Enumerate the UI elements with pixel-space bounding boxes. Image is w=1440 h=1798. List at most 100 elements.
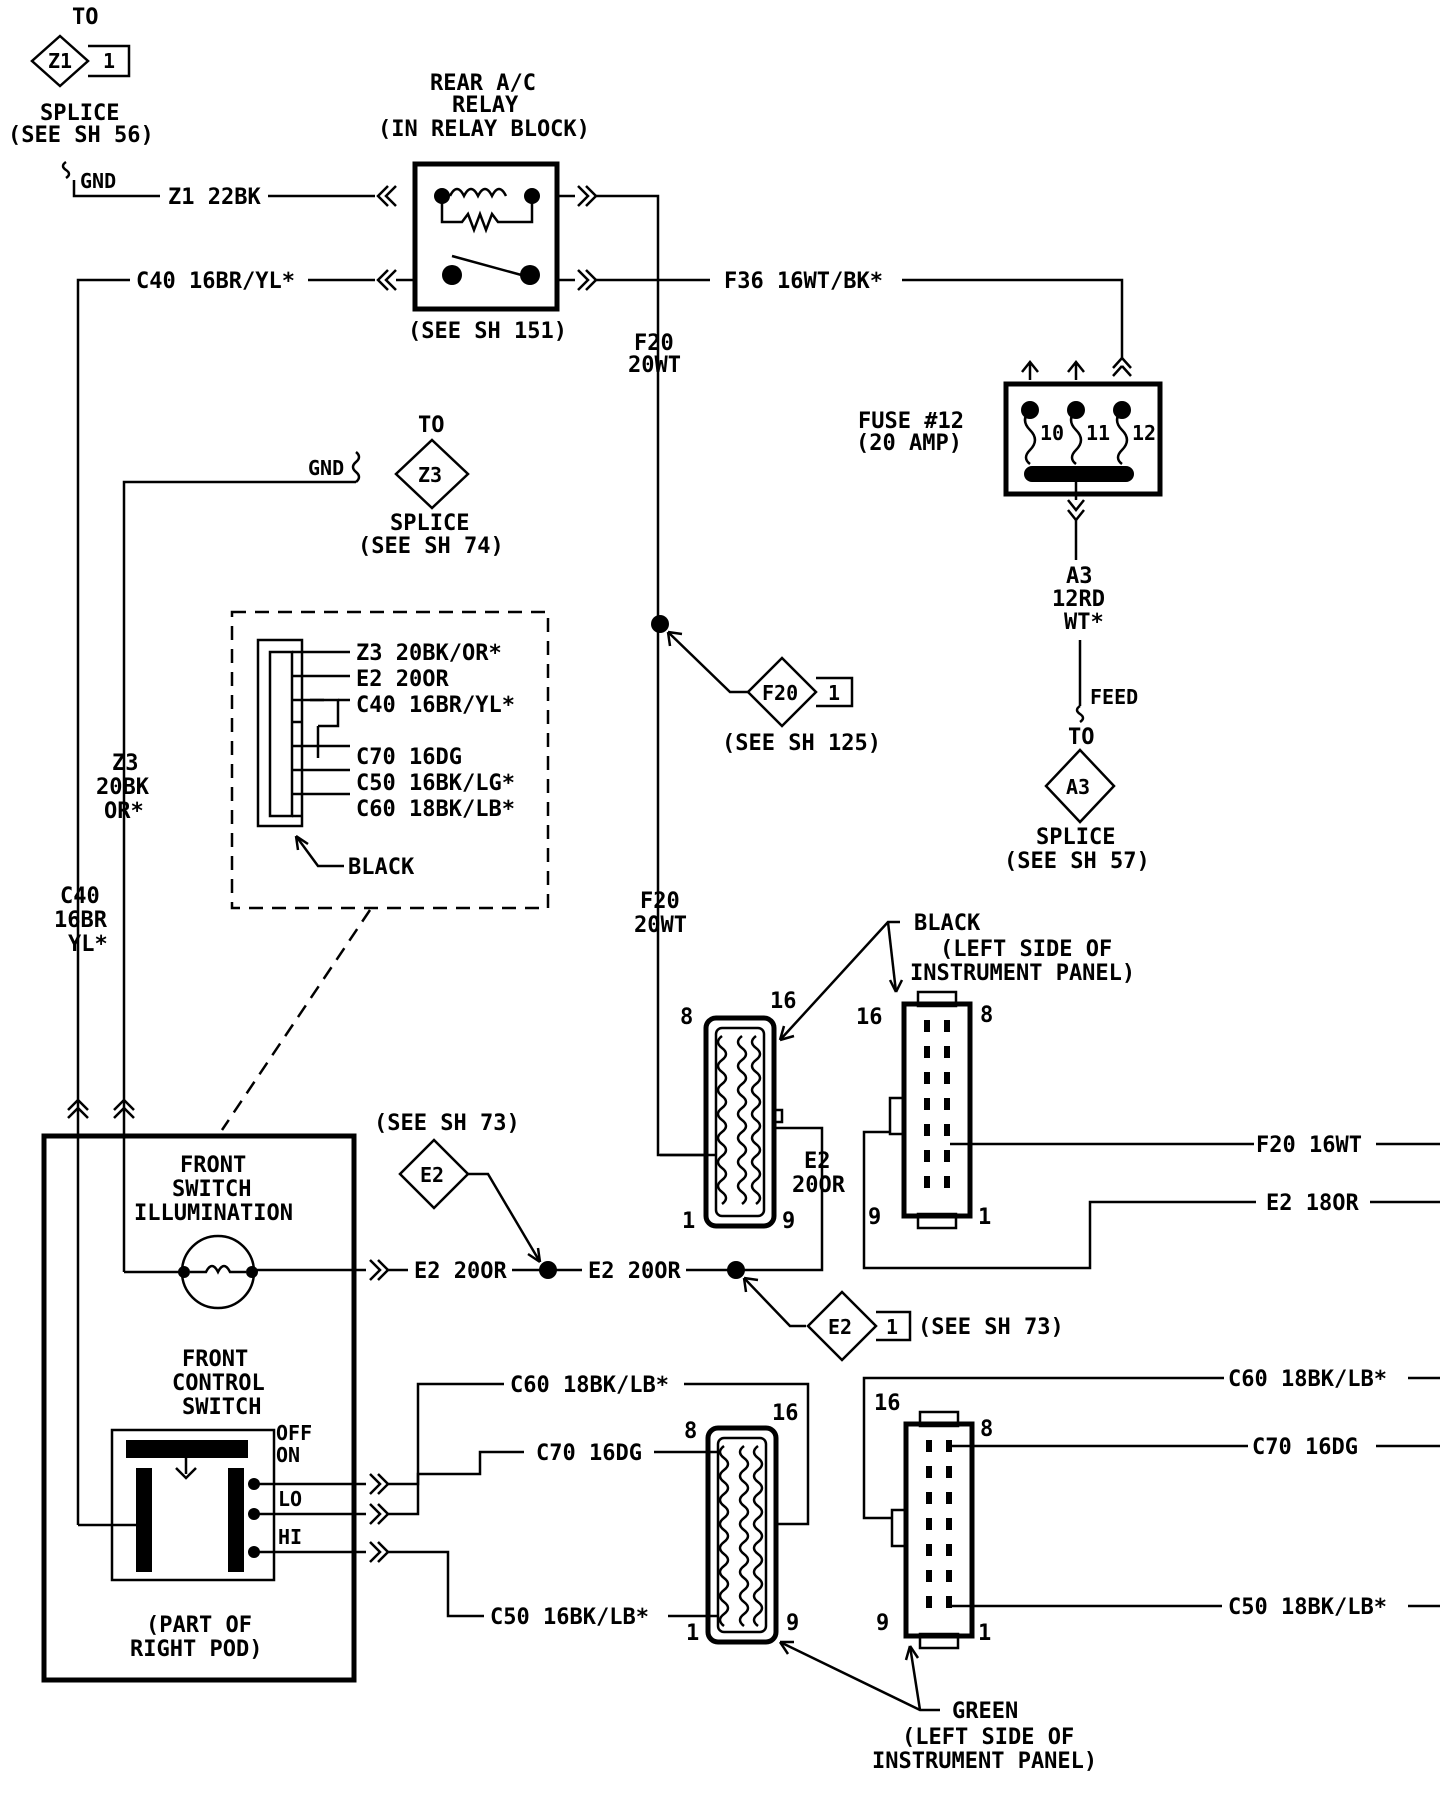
green-loc-2: INSTRUMENT PANEL) — [872, 1749, 1097, 1774]
fuse-pin11: 11 — [1086, 421, 1110, 445]
a3-label-1: A3 — [1066, 564, 1093, 589]
e2-18or-wire — [862, 1130, 1256, 1270]
illum-title-1: FRONT — [180, 1153, 246, 1178]
z1-to-label: TO — [72, 5, 99, 30]
f20-upper-label-2: 20WT — [628, 353, 681, 378]
black-color-label: BLACK — [914, 911, 981, 936]
green-connector-right: 16 8 9 1 — [874, 1391, 993, 1650]
black-right-pin16: 16 — [856, 1005, 883, 1030]
illum-title-3: ILLUMINATION — [134, 1201, 293, 1226]
switch-off-label: OFF — [276, 1421, 312, 1445]
e2-left-ref: (SEE SH 73) — [374, 1111, 520, 1136]
a3-splice-label: SPLICE — [1036, 825, 1115, 850]
pod-box — [41, 1133, 357, 1683]
f36-wire — [902, 278, 1124, 358]
inset-pin5: C50 16BK/LG* — [356, 771, 515, 796]
green-right-body — [903, 1421, 975, 1639]
black-left-pin1: 1 — [682, 1209, 695, 1234]
illum-title-2: SWITCH — [172, 1177, 251, 1202]
e2-left-code: E2 — [420, 1163, 444, 1187]
z3-code: Z3 — [418, 463, 442, 487]
black-connector-left: 8 16 1 9 — [680, 989, 797, 1234]
c60-right-wire — [862, 1376, 1224, 1520]
ctrl-switch-box — [110, 1428, 276, 1582]
z3-vert-label-3: OR* — [104, 799, 144, 824]
relay-title-1: REAR A/C — [430, 71, 536, 96]
pod-part-2: RIGHT POD) — [130, 1637, 262, 1662]
ctrl-title-3: SWITCH — [182, 1395, 261, 1420]
f20-lower-label-2: 20WT — [634, 913, 687, 938]
e2-mid-label: E2 20OR — [588, 1259, 681, 1284]
e2-splice-left: (SEE SH 73) E2 — [374, 1111, 520, 1210]
green-leader-left — [779, 1640, 940, 1712]
a3-code: A3 — [1066, 775, 1090, 799]
e2-18or-label: E2 18OR — [1266, 1191, 1359, 1216]
relay-title-3: (IN RELAY BLOCK) — [378, 117, 590, 142]
e2-20or-vert-wire — [736, 1126, 824, 1272]
c40-vert-label-2: 16BR — [54, 908, 108, 933]
z1-pin: 1 — [103, 49, 115, 73]
fuse-pin11-arrow — [1067, 359, 1085, 380]
z3-to-label: TO — [418, 413, 445, 438]
f20-splice: F20 1 (SEE SH 125) — [722, 656, 881, 756]
f36-connector-mark — [577, 269, 598, 291]
inset-pin1: Z3 20BK/OR* — [356, 641, 502, 666]
green-right-pin1: 1 — [978, 1621, 991, 1646]
inset-leader-dashed — [220, 909, 372, 1131]
z1-gnd-label: GND — [80, 169, 116, 193]
black-right-pin8: 8 — [980, 1003, 993, 1028]
green-left-pin1: 1 — [686, 1621, 699, 1646]
fuse-title-1: FUSE #12 — [858, 409, 964, 434]
inset-pin2: E2 20OR — [356, 667, 449, 692]
right-pod: FRONT SWITCH ILLUMINATION FRONT CONTROL … — [41, 1133, 357, 1683]
z1-splice-ref: (SEE SH 56) — [8, 123, 154, 148]
relay-switch-arm — [451, 254, 526, 278]
z3-gnd-label: GND — [308, 456, 344, 480]
green-leader-right — [908, 1645, 922, 1711]
z3-diamond — [394, 438, 470, 510]
black-right-body — [901, 1001, 973, 1219]
a3-diamond — [1044, 748, 1116, 824]
z3-splice: TO Z3 SPLICE (SEE SH 74) GND — [308, 413, 504, 559]
z3-splice-label: SPLICE — [390, 511, 469, 536]
e2-right-pin: 1 — [886, 1315, 898, 1339]
black-left-pin8: 8 — [680, 1005, 693, 1030]
relay-title-2: RELAY — [452, 93, 519, 118]
c40-wire — [76, 278, 130, 1525]
ctrl-title-1: FRONT — [182, 1347, 248, 1372]
black-loc-1: (LEFT SIDE OF — [940, 937, 1112, 962]
fuse-out-connector-mark — [1067, 482, 1085, 523]
inset-pin4: C70 16DG — [356, 745, 462, 770]
f20-splice-dot — [651, 615, 669, 633]
c70-left-label: C70 16DG — [536, 1441, 642, 1466]
z3-pod-connector-mark — [113, 1098, 135, 1119]
c40-vert-label-1: C40 — [60, 884, 100, 909]
z1-splice: TO Z1 1 SPLICE (SEE SH 56) GND — [8, 5, 154, 193]
e2-pod-connector-mark — [369, 1259, 390, 1281]
e2-left-label: E2 20OR — [414, 1259, 507, 1284]
z3-vert-label-2: 20BK — [96, 775, 150, 800]
c60-left-wire — [684, 1382, 810, 1526]
relay-box — [412, 161, 560, 312]
inset-frame — [230, 610, 550, 910]
relay-out-connector-mark — [577, 185, 598, 207]
inset-pin6: C60 18BK/LB* — [356, 797, 515, 822]
a3-label-2: 12RD — [1052, 587, 1105, 612]
e2-splice-right: E2 1 (SEE SH 73) — [806, 1290, 1064, 1362]
green-left-pin16: 16 — [772, 1401, 799, 1426]
c40-pod-connector-mark — [67, 1098, 89, 1119]
inset-pin3: C40 16BR/YL* — [356, 693, 515, 718]
z1-break-mark — [61, 160, 71, 180]
e2-left-diamond — [398, 1138, 470, 1210]
z3-wire — [122, 480, 356, 1272]
c60-right-label: C60 18BK/LB* — [1228, 1367, 1387, 1392]
green-left-body — [705, 1425, 779, 1645]
black-loc-2: INSTRUMENT PANEL) — [910, 961, 1135, 986]
f20-lower-label-1: F20 — [640, 889, 680, 914]
fuse-bus-bar — [1024, 466, 1134, 482]
relay-resistor — [440, 196, 534, 234]
black-connector-right: 16 8 9 1 — [856, 990, 993, 1230]
z1-22bk-label: Z1 22BK — [168, 185, 261, 210]
black-right-pin9: 9 — [868, 1205, 881, 1230]
f36-label: F36 16WT/BK* — [724, 269, 883, 294]
